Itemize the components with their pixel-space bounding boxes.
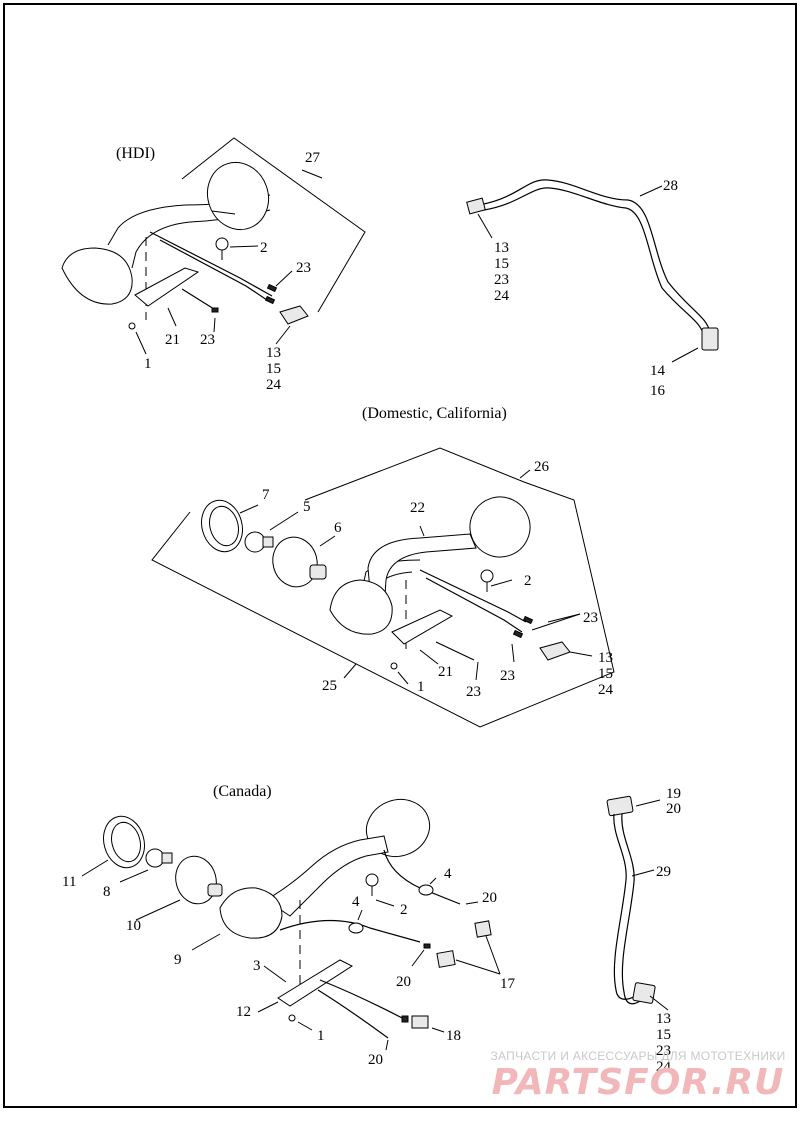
section-label-hdi: (HDI) [116,145,155,162]
callout-29: 29 [656,864,671,880]
harness-28 [466,179,719,363]
callout-3: 3 [253,958,261,974]
callout-19: 19 [666,786,681,802]
callout-20: 20 [482,890,497,906]
callout-20: 20 [368,1052,383,1068]
watermark-tagline: ЗАПЧАСТИ И АКСЕССУАРЫ ДЛЯ МОТОТЕХНИКИ [490,1049,786,1063]
callout-23: 23 [500,668,515,684]
callout-9: 9 [174,952,182,968]
canada-connector-17b [436,950,456,968]
callout-13: 13 [266,345,281,361]
section-label-canada: (Canada) [213,783,272,800]
canada-bulb-8 [145,848,165,868]
callout-24: 24 [598,682,614,698]
callout-26: 26 [534,459,550,475]
callout-13: 13 [598,650,613,666]
callout-25: 25 [322,678,337,694]
domestic-lens-left [329,579,393,635]
domestic-mount-plate-21 [391,609,454,645]
callout-8: 8 [103,884,111,900]
harness-28-connector-b [701,327,719,351]
callout-2: 2 [524,573,532,589]
harness-29-connector-b [632,982,656,1004]
domestic-lens-7 [201,499,243,553]
callout-20: 20 [666,801,681,817]
canada-socket-10 [175,855,217,905]
hdi-mount-plate [134,267,200,307]
callout-17: 17 [500,976,516,992]
callout-27: 27 [305,150,321,166]
callout-2: 2 [400,902,408,918]
callout-5: 5 [303,499,311,515]
callout-20: 20 [396,974,411,990]
canada-plate-3 [277,959,354,1007]
callout-23: 23 [200,332,215,348]
canada-lens-11 [103,815,145,869]
hdi-lens-right [207,161,269,231]
callout-6: 6 [334,520,342,536]
callout-1: 1 [417,679,425,695]
callout-23: 23 [656,1043,671,1059]
callout-2: 2 [260,240,268,256]
hdi-connector [279,305,309,325]
callout-4: 4 [444,866,452,882]
callout-22: 22 [410,500,425,516]
callout-23: 23 [296,260,311,276]
callout-21: 21 [165,332,180,348]
watermark: ЗАПЧАСТИ И АКСЕССУАРЫ ДЛЯ МОТОТЕХНИКИ PA… [488,1049,788,1103]
domestic-bulb-5 [244,531,266,553]
callout-21: 21 [438,664,453,680]
callout-24: 24 [656,1059,672,1075]
domestic-lens-right [469,496,531,558]
callout-23: 23 [494,272,509,288]
callout-11: 11 [62,874,76,890]
harness-28-connector-a [466,197,486,215]
harness-29-connector-a [606,795,634,817]
watermark-logo: PARTSFOR.RU [491,1062,785,1103]
page-frame [3,3,797,1108]
domestic-socket-6 [272,536,318,588]
callout-1: 1 [317,1028,325,1044]
callout-13: 13 [494,240,509,256]
canada-bracket-9 [265,835,389,917]
callout-12: 12 [236,1004,251,1020]
callout-23: 23 [583,610,598,626]
callout-15: 15 [494,256,509,272]
canada-connector-17a [474,920,492,938]
callout-14: 14 [650,363,666,379]
callout-15: 15 [598,666,613,682]
canada-lens-left [219,887,283,939]
callout-13: 13 [656,1011,671,1027]
domestic-bracket-22 [367,533,477,613]
callout-10: 10 [126,918,141,934]
domestic-assembly [151,447,615,728]
callout-4: 4 [352,894,360,910]
callout-15: 15 [656,1027,671,1043]
hdi-assembly [61,137,366,355]
callout-1: 1 [144,356,152,372]
callout-23: 23 [466,684,481,700]
callout-15: 15 [266,361,281,377]
callout-28: 28 [663,178,678,194]
section-label-domestic: (Domestic, California) [362,405,507,422]
callout-16: 16 [650,383,666,399]
canada-assembly [81,799,501,1051]
hdi-lens-left [61,247,133,305]
harness-29 [606,795,669,1011]
callout-24: 24 [266,377,282,393]
callout-7: 7 [262,487,270,503]
domestic-connector [539,641,571,661]
callout-18: 18 [446,1028,461,1044]
canada-connector-18 [411,1015,429,1029]
callout-24: 24 [494,288,510,304]
